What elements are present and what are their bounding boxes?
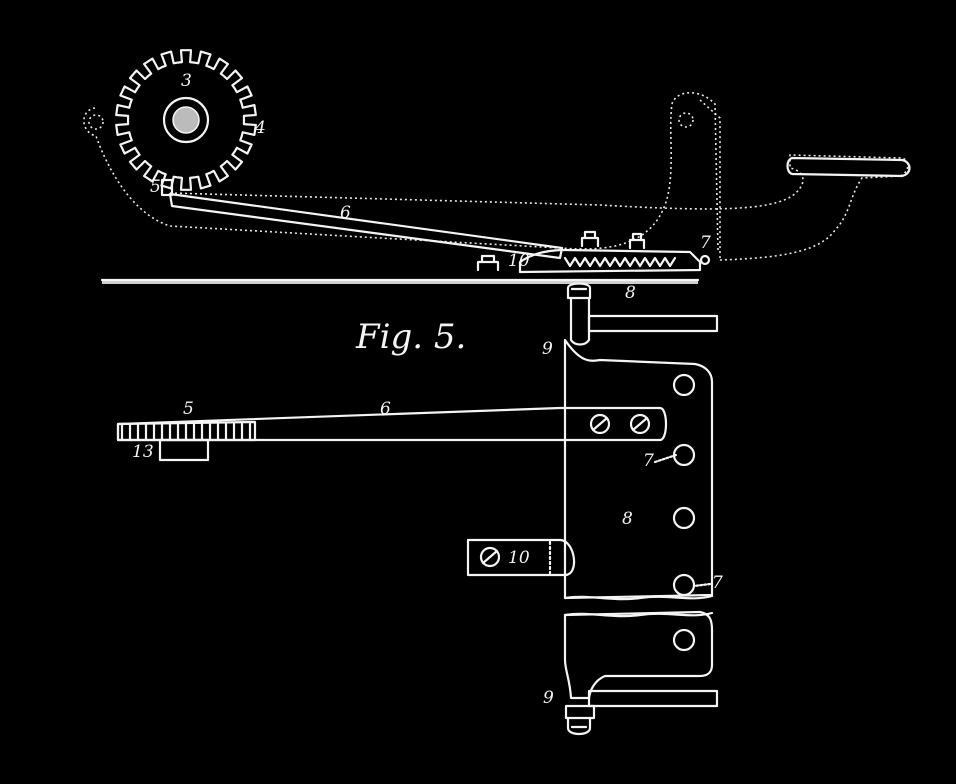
spring-block: [518, 248, 702, 274]
block-10: [466, 538, 576, 577]
pivot-bar-upper: [587, 314, 719, 333]
stop-pin: [699, 254, 711, 266]
figure-caption: Fig. 5.: [355, 317, 466, 357]
arm-outline-dotted: [699, 99, 721, 258]
block-screw: [479, 546, 501, 568]
label-pivot-lower: 9: [543, 688, 554, 708]
pivot-bar-lower: [587, 689, 719, 708]
hole-1: [672, 373, 696, 397]
gear-hub: [162, 96, 210, 144]
label-hole-upper: 7: [643, 451, 654, 471]
frame-outline-dotted: [83, 91, 719, 251]
label-pivot-upper: 9: [542, 339, 553, 359]
label-gear-bottom: 13: [132, 442, 154, 462]
labels: 3 4 5 6 7 8 10 Fig. 5. 9 5 6 13 7 8 10 7…: [132, 71, 723, 708]
gear-shaft: [172, 106, 200, 134]
pawl-block: [158, 438, 210, 462]
label-spring-top: 10: [508, 251, 530, 271]
coil-spring: [563, 256, 677, 268]
mounting-plate-lower: [563, 610, 714, 700]
handle-knob: [786, 156, 911, 178]
label-hole-lower: 7: [712, 573, 723, 593]
spring-screw-1: [580, 230, 600, 248]
lever-screw-2: [629, 413, 651, 435]
hole-5: [672, 628, 696, 652]
label-pawl-top: 5: [150, 177, 161, 197]
label-plate-bottom: 8: [622, 509, 633, 529]
lever-plan: [116, 406, 668, 442]
spring-screw-3: [476, 254, 500, 272]
right-pivot-hole: [678, 112, 694, 128]
plan-view: [116, 282, 719, 736]
lever-screw-1: [589, 413, 611, 435]
base-plate-line: [102, 280, 698, 284]
label-pawl-bottom: 5: [183, 399, 194, 419]
left-pivot-hole: [88, 114, 104, 130]
side-elevation: [83, 49, 911, 284]
mounting-plate-upper: [563, 338, 714, 600]
pivot-screw-lower: [564, 704, 596, 736]
label-block-bottom: 10: [508, 548, 530, 568]
ratchet-gear: [115, 49, 257, 191]
pivot-neck-upper: [569, 296, 591, 346]
label-gear-teeth: 4: [254, 118, 266, 138]
label-pin-top: 7: [700, 233, 711, 253]
label-lever-top: 6: [340, 203, 351, 223]
lever-upper: [168, 192, 564, 260]
gear-teeth-outline: [115, 49, 257, 191]
label-lever-bottom: 6: [380, 399, 391, 419]
gear-strip: [116, 420, 257, 442]
spring-screw-2: [628, 232, 646, 250]
hole-3: [672, 506, 696, 530]
pivot-screw-upper: [566, 282, 592, 300]
label-plate-top: 8: [625, 283, 636, 303]
label-gear: 3: [181, 71, 192, 91]
